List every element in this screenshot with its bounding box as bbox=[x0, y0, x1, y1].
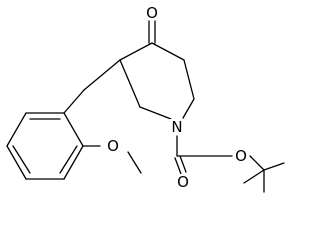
aryl-inner-bond-2 bbox=[12, 145, 31, 174]
carbonyl-oxygen-label: O bbox=[177, 173, 189, 191]
bond-c5-c6 bbox=[183, 59, 195, 100]
piperidinone-ring bbox=[119, 42, 195, 120]
methoxy-oxygen-label-bg bbox=[101, 138, 125, 154]
ketone-oxygen-label-bg bbox=[145, 6, 159, 20]
tbu-methyl-bond-3 bbox=[243, 169, 265, 184]
aryl-inner-bond-3 bbox=[59, 145, 78, 174]
aryl-bond-6 bbox=[63, 112, 84, 147]
bond-c2-c3 bbox=[119, 59, 141, 108]
bond-n1-c2 bbox=[139, 106, 172, 120]
ring-nitrogen-label: N bbox=[171, 118, 182, 136]
benzene-ring bbox=[6, 112, 84, 180]
ester-oxygen-label: O bbox=[235, 147, 247, 165]
bond-c4-c5 bbox=[151, 42, 185, 61]
bond-c4-c3 bbox=[119, 42, 153, 61]
tbu-methyl-bond-1 bbox=[263, 162, 285, 171]
ketone-oxygen-label: O bbox=[146, 4, 158, 22]
bond-c6-n1 bbox=[182, 98, 195, 119]
bond-ester-o-tbu bbox=[249, 155, 265, 171]
aryl-bond-5 bbox=[63, 145, 84, 180]
aryl-bond-2 bbox=[6, 112, 27, 147]
molecule-structure-diagram: O N O O O bbox=[6, 4, 285, 193]
carbonyl-double-bond-a bbox=[179, 155, 187, 173]
boc-group bbox=[174, 135, 285, 193]
ring-nitrogen-label-bg bbox=[170, 119, 184, 135]
carbonyl-oxygen-label-bg bbox=[176, 174, 190, 190]
carbonyl-double-bond-b bbox=[174, 157, 182, 175]
aryl-bond-3 bbox=[6, 145, 27, 180]
bond-c3-ch2 bbox=[83, 59, 121, 91]
ester-oxygen-label-bg bbox=[234, 148, 248, 164]
methoxy-oxygen-label: O bbox=[107, 137, 119, 155]
bond-methoxy-o-ch3 bbox=[127, 151, 142, 174]
bond-ch2-aryl bbox=[63, 89, 85, 114]
ketone-group bbox=[148, 20, 156, 44]
